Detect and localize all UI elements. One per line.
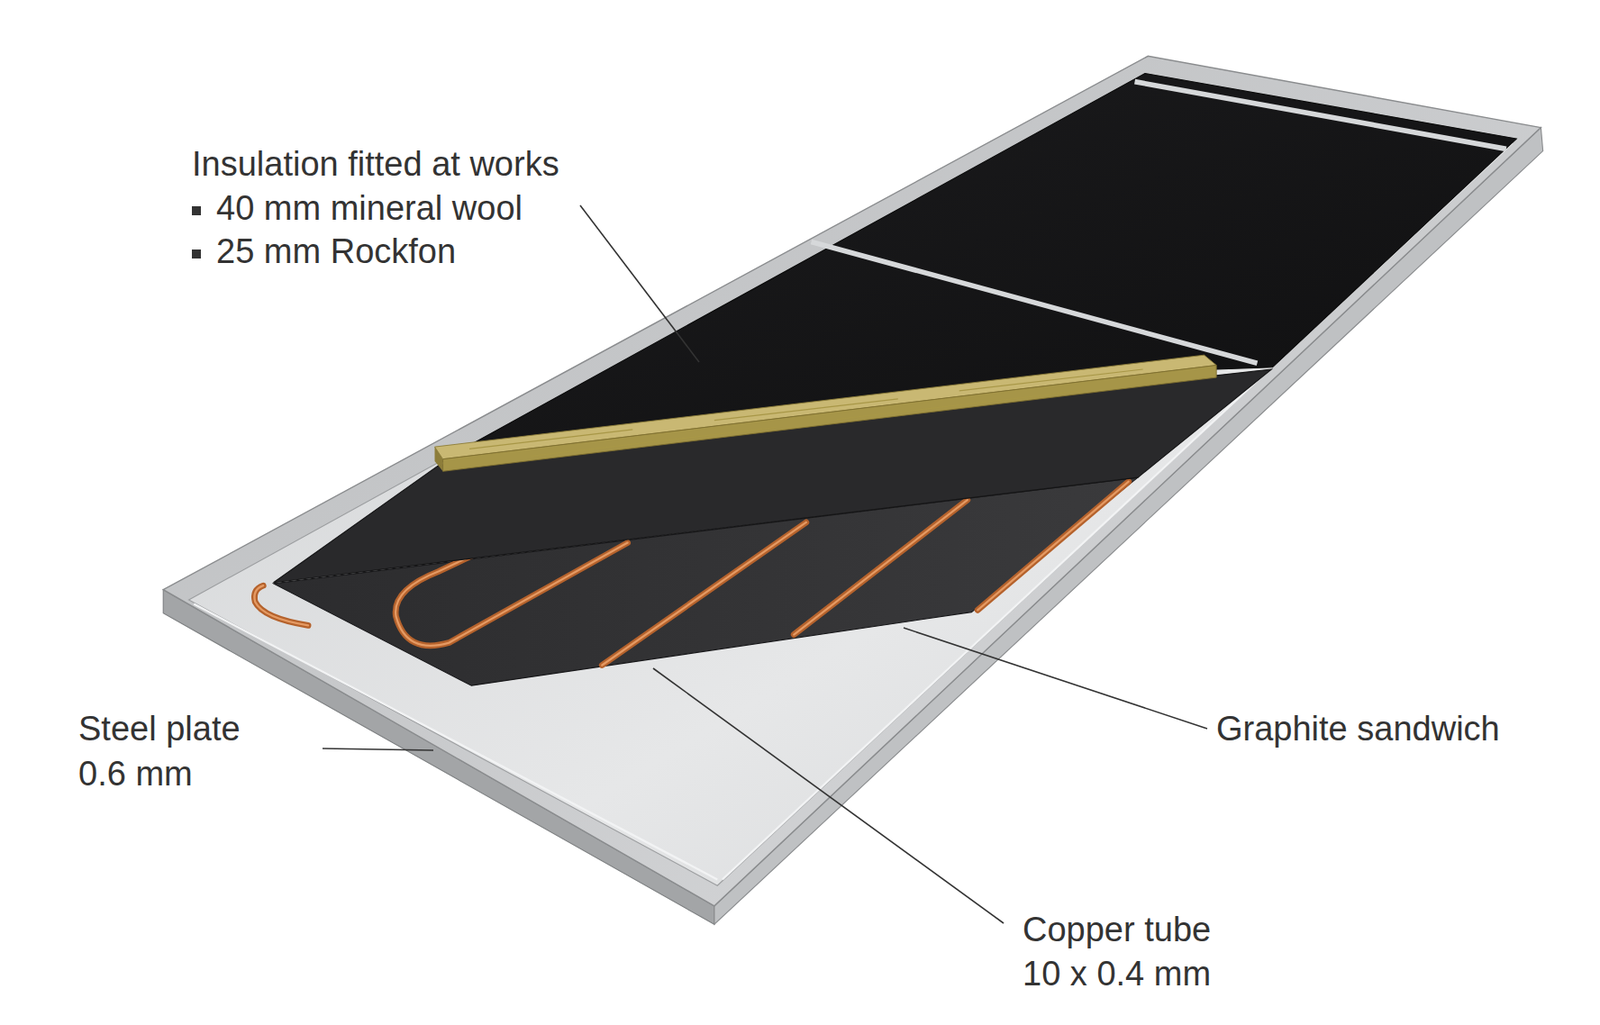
bullet bbox=[191, 249, 201, 259]
leader-line bbox=[322, 748, 434, 751]
leader-line bbox=[580, 205, 700, 363]
leader-line bbox=[903, 627, 1208, 729]
callout-item: 25 mm Rockfon bbox=[216, 232, 456, 273]
panel-drawing bbox=[163, 55, 1543, 925]
mineral-wool-end bbox=[435, 446, 444, 472]
callout-heading: Insulation fitted at works bbox=[191, 145, 560, 185]
tube-highlight bbox=[601, 522, 807, 666]
mineral-wool-face bbox=[443, 365, 1218, 473]
copper-tube bbox=[793, 500, 968, 636]
copper-tube bbox=[601, 522, 807, 666]
copper-tube bbox=[254, 585, 309, 626]
dimension-label: 0.6 mm bbox=[78, 754, 193, 795]
part-label: Copper tube bbox=[1022, 910, 1211, 951]
tube-highlight bbox=[977, 481, 1129, 611]
copper-tube bbox=[977, 481, 1129, 611]
leader-line bbox=[653, 668, 1004, 924]
steel-plate bbox=[189, 73, 1518, 887]
dimension-label: 10 x 0.4 mm bbox=[1022, 954, 1211, 995]
tube-highlight bbox=[254, 585, 309, 626]
leader-lines bbox=[322, 205, 1208, 924]
mineral-wool-top bbox=[435, 354, 1218, 460]
panel-divider bbox=[1135, 81, 1507, 150]
callout-item: 40 mm mineral wool bbox=[216, 189, 523, 229]
frame-rim bbox=[163, 55, 1541, 907]
part-label: Steel plate bbox=[78, 709, 241, 750]
tube-highlight bbox=[793, 500, 968, 636]
part-label: Graphite sandwich bbox=[1216, 709, 1500, 750]
panel-divider bbox=[810, 241, 1257, 364]
wool-texture bbox=[469, 369, 1144, 456]
bullet bbox=[191, 206, 201, 216]
